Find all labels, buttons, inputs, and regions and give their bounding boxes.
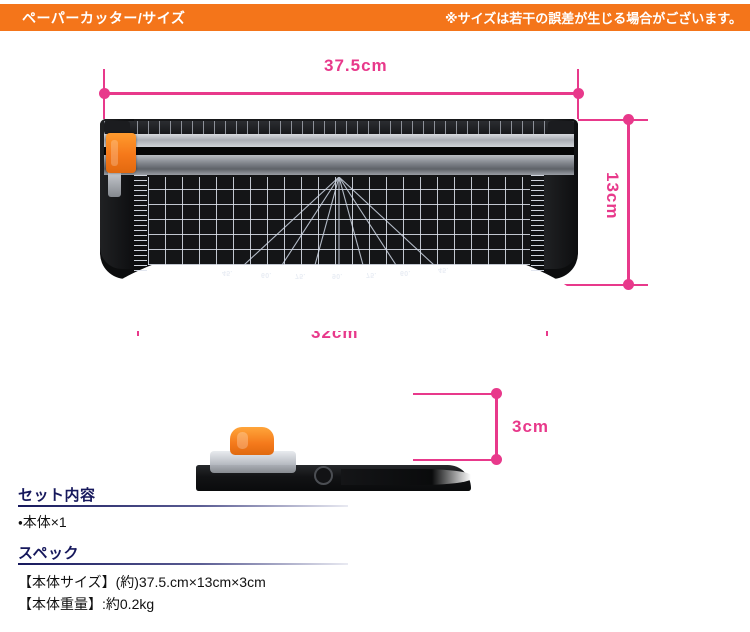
mat-ruler-right	[531, 175, 544, 271]
rail-blade-channel	[104, 147, 574, 155]
page-header-bar: ペーパーカッター/サイズ ※サイズは若干の誤差が生じる場合がございます。	[0, 4, 750, 31]
blade-rail-assembly	[104, 121, 574, 175]
dimension-line-width-overall	[104, 92, 578, 95]
blade-carriage-foot	[108, 171, 121, 197]
paper-cutter-top-view: 45. 60. 75. 90. 75. 60. 45.	[80, 119, 598, 331]
extension-line-left	[103, 69, 105, 119]
dimension-label-thickness: 3cm	[512, 417, 550, 436]
angle-mark: 90.	[332, 272, 343, 279]
extension-line-top	[413, 393, 499, 395]
angle-mark: 45.	[222, 269, 233, 276]
rail-clear-guard	[104, 134, 574, 147]
dimension-endpoint-dot	[491, 454, 502, 465]
spec-line-size: 【本体サイズ】(約)37.5.cm×13cm×3cm	[18, 574, 266, 590]
rail-aluminium-bar	[104, 155, 574, 175]
page-title: ペーパーカッター/サイズ	[22, 9, 186, 26]
rail-end-cap-left	[104, 121, 130, 134]
dimension-label-height-overall: 13cm	[603, 172, 622, 220]
section-divider	[18, 505, 348, 507]
mat-ruler-left	[134, 175, 147, 271]
side-view-slider	[210, 451, 296, 473]
side-view-blade-knob	[230, 427, 274, 455]
extension-line-right	[577, 69, 579, 119]
extension-line-bottom	[413, 459, 499, 461]
dimension-label-width-overall: 37.5cm	[324, 56, 388, 75]
angle-mark: 60.	[261, 271, 272, 278]
extension-line-bottom	[545, 284, 648, 286]
angle-mark: 75.	[366, 271, 377, 278]
dimension-endpoint-dot	[623, 114, 634, 125]
dimension-line-height-overall	[627, 119, 630, 286]
section-divider	[18, 563, 348, 565]
product-dimension-diagram: 37.5cm 13cm 32cm	[0, 31, 750, 491]
angle-mark: 75.	[295, 272, 306, 279]
dimension-line-thickness	[495, 393, 498, 461]
blade-carriage-orange	[106, 133, 136, 173]
side-view-taper	[341, 469, 471, 485]
dimension-endpoint-dot	[623, 279, 634, 290]
section-heading-spec: スペック	[18, 545, 79, 562]
spec-line-weight: 【本体重量】:約0.2kg	[18, 596, 155, 612]
set-contents-line: ・本体×1	[18, 514, 67, 530]
dimension-endpoint-dot	[491, 388, 502, 399]
specification-area: セット内容 ・本体×1 スペック 【本体サイズ】(約)37.5.cm×13cm×…	[0, 480, 750, 632]
angle-mark: 60.	[400, 269, 411, 276]
paper-cutter-side-view	[196, 423, 471, 491]
extension-line-top	[578, 119, 648, 121]
size-disclaimer-note: ※サイズは若干の誤差が生じる場合がございます。	[445, 11, 742, 26]
angle-guide-lines	[243, 177, 435, 266]
side-view-pivot	[314, 466, 333, 485]
section-heading-set-contents: セット内容	[18, 487, 96, 504]
rail-end-cap-right	[548, 121, 574, 134]
angle-mark: 45.	[438, 266, 449, 273]
rail-measure-scale	[104, 121, 574, 134]
